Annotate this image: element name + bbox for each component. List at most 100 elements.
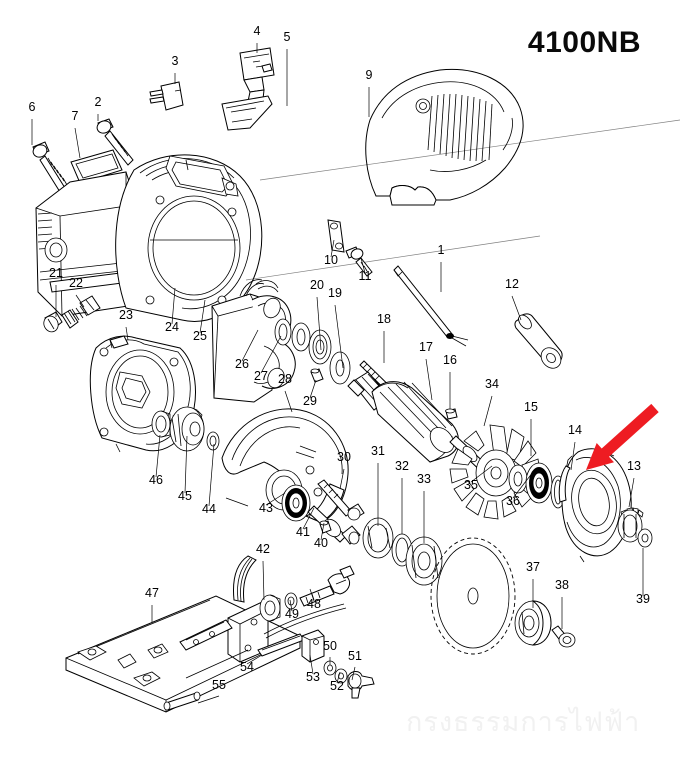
part-number-14: 14: [568, 423, 582, 437]
part-number-15: 15: [524, 400, 538, 414]
part-13-pinion-gear: [617, 507, 644, 543]
callout-leader-53: [309, 654, 314, 675]
callout-leader-43: [265, 492, 286, 506]
callout-leader-12: [511, 295, 522, 321]
callout-leader-24: [171, 287, 176, 325]
part-17-armature: [347, 371, 493, 477]
part-22-carbon-brush: [61, 295, 101, 329]
part-number-7: 7: [72, 109, 79, 123]
part-3-switch-lever: [149, 81, 184, 111]
part-number-5: 5: [284, 30, 291, 44]
part-15-bearing: [525, 462, 553, 504]
part-53-bracket: [301, 629, 325, 663]
callout-leader-22: [75, 294, 85, 308]
callout-leader-54: [246, 654, 263, 665]
callout-leader-14: [570, 441, 576, 471]
part-number-39: 39: [636, 592, 650, 606]
callout-leader-42: [262, 560, 265, 601]
part-number-17: 17: [419, 340, 433, 354]
part-number-53: 53: [306, 670, 320, 684]
part-49-bushing: [259, 594, 281, 622]
part-number-13: 13: [627, 459, 641, 473]
part-number-48: 48: [307, 597, 321, 611]
callout-leader-35: [470, 465, 493, 483]
part-number-32: 32: [395, 459, 409, 473]
part-number-51: 51: [348, 649, 362, 663]
part-number-1: 1: [438, 243, 445, 257]
callout-leader-25: [199, 299, 206, 334]
part-34-fan: [449, 424, 541, 520]
callout-leader-46: [155, 434, 161, 478]
part-number-27: 27: [254, 369, 268, 383]
part-number-49: 49: [285, 607, 299, 621]
callout-leader-30: [339, 468, 345, 490]
part-39-washer: [637, 528, 653, 548]
highlight-arrow: [586, 403, 659, 470]
callout-leader-34: [483, 395, 493, 427]
part-number-19: 19: [328, 286, 342, 300]
callout-leader-55: [197, 695, 220, 704]
part-20-bearing: [308, 329, 332, 365]
part-number-16: 16: [443, 353, 457, 367]
part-number-52: 52: [330, 679, 344, 693]
part-12-grip: [514, 313, 563, 369]
callout-leader-36: [512, 471, 534, 499]
part-number-10: 10: [324, 253, 338, 267]
main-housing: [35, 154, 263, 322]
part-number-42: 42: [256, 542, 270, 556]
part-number-9: 9: [366, 68, 373, 82]
part-55-pin: [163, 691, 201, 711]
part-27-washer: [291, 322, 311, 352]
callout-leader-44: [208, 443, 215, 507]
callout-leader-11: [360, 257, 366, 274]
callout-leader-48: [309, 588, 315, 602]
part-number-40: 40: [314, 536, 328, 550]
callout-leader-7: [74, 127, 81, 159]
part-number-33: 33: [417, 472, 431, 486]
part-25-field: [211, 279, 296, 403]
part-number-38: 38: [555, 578, 569, 592]
part-26-oring: [274, 318, 292, 346]
part-number-30: 30: [337, 450, 351, 464]
part-10-link-plate: [327, 219, 345, 253]
part-number-46: 46: [149, 473, 163, 487]
part-19-washer: [329, 351, 351, 385]
part-29-key: [310, 368, 324, 383]
part-number-20: 20: [310, 278, 324, 292]
part-number-37: 37: [526, 560, 540, 574]
part-9-handle-housing: [365, 68, 524, 206]
part-number-6: 6: [29, 100, 36, 114]
callout-leader-41: [302, 507, 315, 530]
part-33-bearing-box: [405, 536, 443, 586]
part-number-47: 47: [145, 586, 159, 600]
part-44-washer: [206, 431, 220, 451]
part-37-flange: [514, 600, 552, 646]
part-38-bolt: [551, 625, 576, 648]
callout-leader-26: [241, 329, 259, 362]
part-16-key: [445, 408, 458, 420]
part-45-gear: [169, 406, 205, 452]
part-number-24: 24: [165, 320, 179, 334]
part-30-screw: [317, 479, 365, 521]
part-number-26: 26: [235, 357, 249, 371]
part-number-18: 18: [377, 312, 391, 326]
part-number-3: 3: [172, 54, 179, 68]
part-43-bearing: [281, 484, 311, 522]
part-number-34: 34: [485, 377, 499, 391]
part-number-11: 11: [359, 269, 372, 283]
part-number-31: 31: [371, 444, 385, 458]
part-number-25: 25: [193, 329, 207, 343]
part-50-washer: [323, 660, 337, 676]
callout-leader-52: [336, 671, 341, 684]
part-42-riving-knife: [233, 555, 257, 603]
part-number-50: 50: [323, 639, 337, 653]
callout-leader-40: [320, 522, 325, 541]
part-number-2: 2: [95, 95, 102, 109]
part-number-44: 44: [202, 502, 216, 516]
callout-leader-20: [316, 296, 322, 351]
part-number-35: 35: [464, 478, 478, 492]
saw-blade: [430, 537, 516, 655]
page-title: 4100NB: [527, 26, 641, 59]
